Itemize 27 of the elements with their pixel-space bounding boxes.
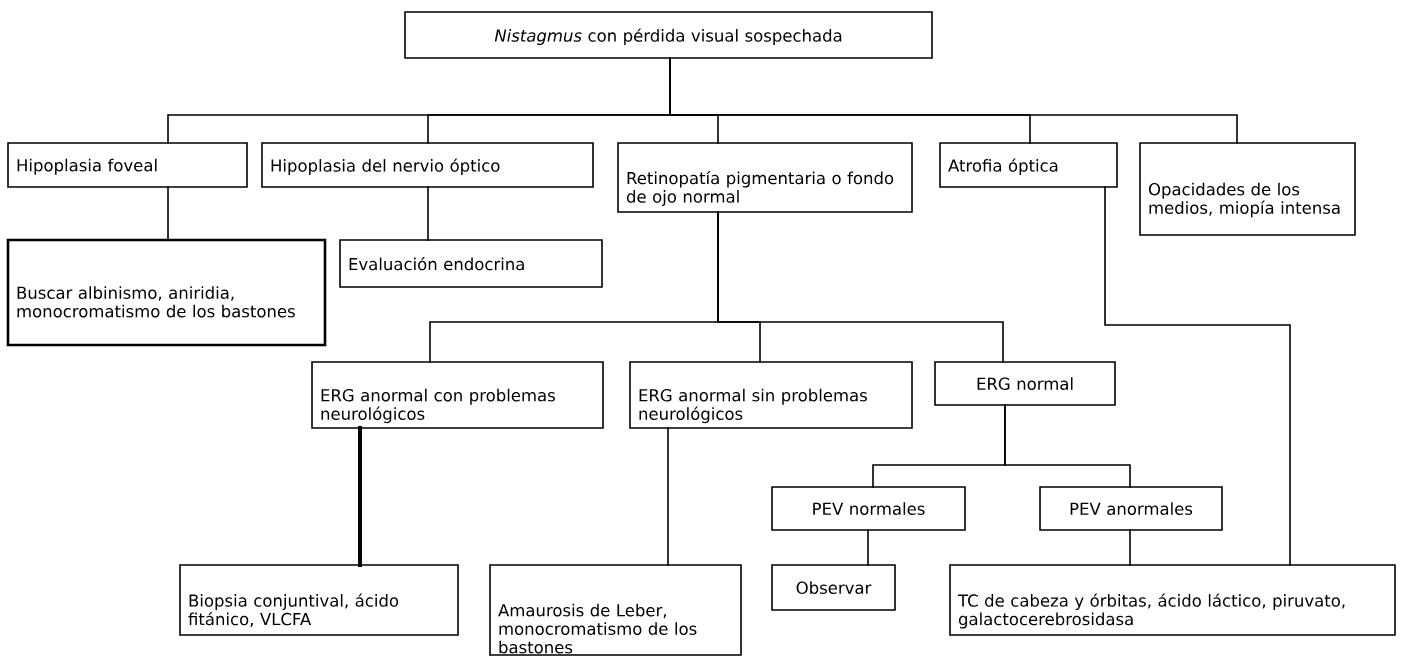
connector-line <box>1104 186 1291 566</box>
step-box: PEV anormales <box>1039 486 1223 531</box>
step-box: PEV normales <box>771 486 966 531</box>
step-box: Atrofia óptica <box>939 142 1118 188</box>
connector-line <box>717 211 1004 363</box>
step-box: Retinopatía pigmentaria o fondo de ojo normal <box>617 142 913 213</box>
step-box: Amaurosis de Leber, monocromatismo de los bastones <box>489 564 742 656</box>
step-box: Observar <box>771 564 896 611</box>
connector-line <box>667 427 669 566</box>
step-box: TC de cabeza y órbitas, ácido láctico, piruvato, galactocerebrosidasa <box>949 564 1396 636</box>
step-box: Nistagmus con pérdida visual sospechada <box>404 11 933 59</box>
step-box: Biopsia conjuntival, ácido fitánico, VLCFA <box>179 564 459 636</box>
step-box: Hipoplasia del nervio óptico <box>261 142 594 188</box>
connector-line <box>867 529 869 566</box>
step-box: ERG anormal con problemas neurológicos <box>311 361 604 429</box>
connector-line <box>1004 404 1131 488</box>
step-box: ERG normal <box>934 361 1116 406</box>
step-box: Evaluación endocrina <box>339 239 603 288</box>
step-box: ERG anormal sin problemas neurológicos <box>629 361 913 429</box>
connector-line <box>1129 529 1131 566</box>
step-box: Hipoplasia foveal <box>7 142 248 188</box>
connector-line <box>669 57 1238 144</box>
step-box: Opacidades de los medios, miopía intensa <box>1139 142 1356 236</box>
connector-line <box>358 426 362 567</box>
connector-line <box>167 186 169 241</box>
connector-line <box>427 186 429 241</box>
step-box: Buscar albinismo, aniridia, monocromatismo de los bastones <box>6 238 327 347</box>
